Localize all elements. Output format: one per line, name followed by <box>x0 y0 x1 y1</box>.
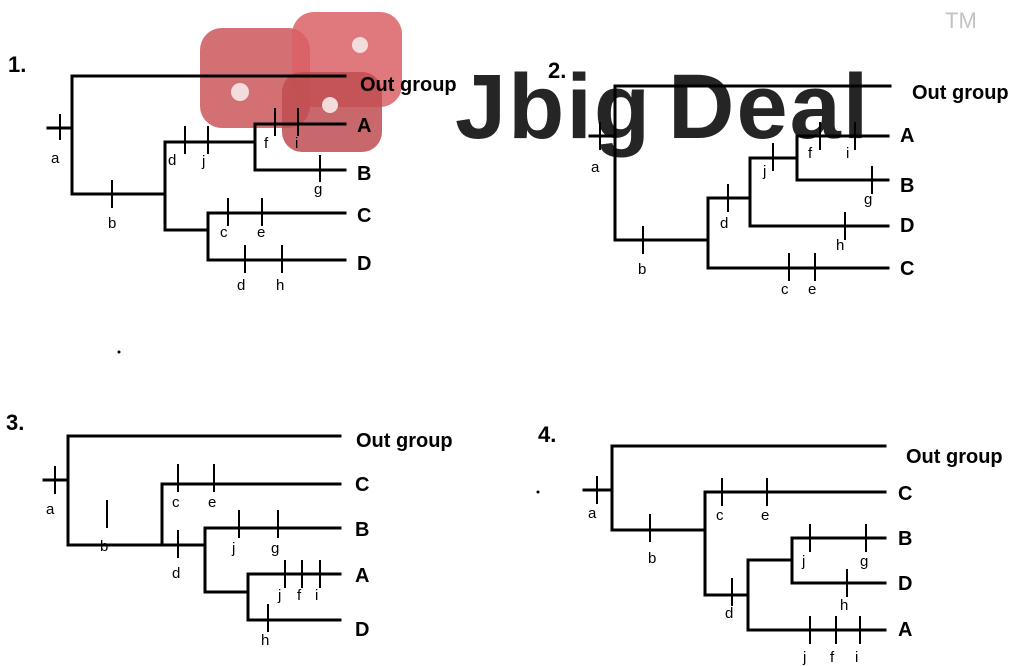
cladogram-number: 3. <box>6 410 24 435</box>
taxon-label: B <box>355 519 369 541</box>
trait-label: b <box>100 538 108 555</box>
trait-label: d <box>172 565 180 582</box>
trait-label: h <box>276 277 284 294</box>
trait-label: j <box>201 153 205 170</box>
trait-label: i <box>855 649 858 666</box>
cladogram-4: 4. Out group C B D A a b c e d j g h j f… <box>538 422 1003 666</box>
taxon-label: C <box>357 205 371 227</box>
trait-label: f <box>264 135 269 152</box>
trait-label: g <box>271 540 279 557</box>
trait-label: a <box>46 501 55 518</box>
trait-label: f <box>808 145 813 162</box>
trait-label: f <box>297 587 302 604</box>
trait-label: c <box>220 224 228 241</box>
trait-label: a <box>588 505 597 522</box>
trait-label: g <box>314 181 322 198</box>
trait-label: h <box>840 597 848 614</box>
trait-label: j <box>277 587 281 604</box>
trait-label: e <box>761 507 769 524</box>
trait-label: d <box>720 215 728 232</box>
taxon-label: A <box>357 115 371 137</box>
trait-label: d <box>237 277 245 294</box>
outgroup-label: Out group <box>906 446 1003 468</box>
taxon-label: D <box>355 619 369 641</box>
trait-label: b <box>108 215 116 232</box>
trait-label: a <box>591 159 600 176</box>
taxon-label: D <box>357 253 371 275</box>
trait-label: g <box>860 553 868 570</box>
trait-label: f <box>830 649 835 666</box>
clade-branches <box>42 434 342 622</box>
trait-ticks <box>596 476 867 644</box>
taxon-label: B <box>357 163 371 185</box>
cladogram-1: 1. Out group A B C D a b d j f i g c e d… <box>8 52 457 294</box>
outgroup-label: Out group <box>356 430 453 452</box>
trait-label: d <box>168 152 176 169</box>
taxon-label: A <box>900 125 914 147</box>
scan-speck <box>117 350 121 354</box>
cladogram-number: 2. <box>548 58 566 83</box>
watermark-brand-part1: Jbig <box>455 56 652 158</box>
taxon-label: A <box>898 619 912 641</box>
watermark-trademark: TM <box>945 8 977 33</box>
trait-label: j <box>762 163 766 180</box>
trait-label: b <box>648 550 656 567</box>
trait-label: a <box>51 150 60 167</box>
cladogram-2: 2. Out group A B D C a b d j f i g h c e <box>548 58 1009 298</box>
dice-logo-icon <box>200 12 402 152</box>
watermark-brand-part2: Deal <box>668 56 870 158</box>
outgroup-label: Out group <box>360 74 457 96</box>
cladogram-number: 4. <box>538 422 556 447</box>
trait-label: e <box>808 281 816 298</box>
trait-label: i <box>846 145 849 162</box>
trait-label: c <box>781 281 789 298</box>
trait-ticks <box>59 108 321 273</box>
trait-label: i <box>315 587 318 604</box>
taxon-label: C <box>355 474 369 496</box>
cladogram-3: 3. Out group C B A D a b c e d j g j f i… <box>6 410 453 649</box>
trait-label: c <box>172 494 180 511</box>
trait-label: c <box>716 507 724 524</box>
trait-label: j <box>802 649 806 666</box>
trait-label: j <box>231 540 235 557</box>
outgroup-label: Out group <box>912 82 1009 104</box>
trait-label: e <box>257 224 265 241</box>
trait-ticks <box>599 122 873 281</box>
taxon-label: C <box>900 258 914 280</box>
taxon-label: B <box>898 528 912 550</box>
trait-label: b <box>638 261 646 278</box>
trait-label: i <box>295 135 298 152</box>
trait-label: h <box>836 237 844 254</box>
watermark: Jbig Deal TM <box>200 8 977 158</box>
cladogram-number: 1. <box>8 52 26 77</box>
taxon-label: D <box>898 573 912 595</box>
trait-label: g <box>864 191 872 208</box>
taxon-label: B <box>900 175 914 197</box>
trait-label: e <box>208 494 216 511</box>
scan-speck <box>536 490 540 494</box>
taxon-label: A <box>355 565 369 587</box>
taxon-label: C <box>898 483 912 505</box>
taxon-label: D <box>900 215 914 237</box>
trait-label: j <box>801 553 805 570</box>
trait-label: d <box>725 605 733 622</box>
trait-ticks <box>54 464 321 632</box>
trait-label: h <box>261 632 269 649</box>
clade-branches <box>588 84 892 270</box>
